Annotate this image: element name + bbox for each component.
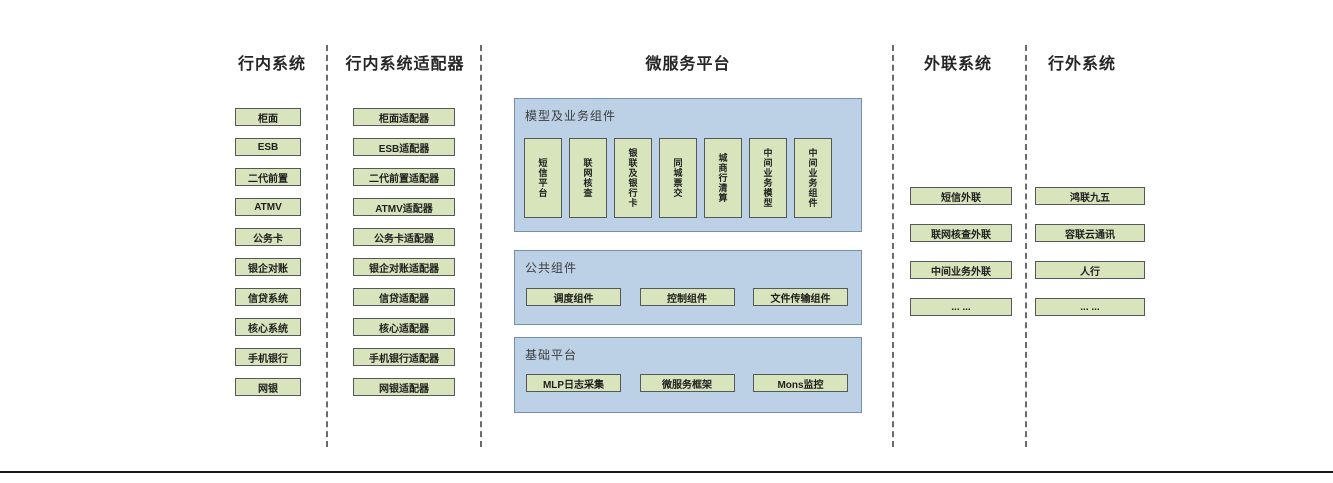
base-platform-row: MLP日志采集 微服务框架 Mons监控 (526, 374, 848, 392)
bottom-rule (0, 471, 1333, 473)
outreach-system-box: 联网核查外联 (910, 224, 1012, 242)
common-component-box: 控制组件 (639, 288, 735, 306)
common-component-row: 调度组件 控制组件 文件传输组件 (526, 288, 848, 306)
adapter-box: 网银适配器 (353, 378, 455, 396)
model-component-box: 中间业务组件 (794, 138, 832, 218)
external-system-box: ... ... (1035, 298, 1145, 316)
column-title-internal-adapters: 行内系统适配器 (345, 56, 465, 73)
outreach-systems-column: 短信外联 联网核查外联 中间业务外联 ... ... (910, 187, 1012, 316)
column-divider (326, 45, 328, 447)
panel-model-business-components: 模型及业务组件 短信平台 联网核查 银联及银行卡 同城票交 城商行清算 中间业务… (514, 98, 862, 232)
internal-system-box: 网银 (235, 378, 301, 396)
column-divider (892, 45, 894, 447)
model-component-box: 城商行清算 (704, 138, 742, 218)
adapter-box: 柜面适配器 (353, 108, 455, 126)
adapter-box: 信贷适配器 (353, 288, 455, 306)
outreach-system-box: 中间业务外联 (910, 261, 1012, 279)
common-component-box: 调度组件 (526, 288, 621, 306)
model-component-box: 中间业务模型 (749, 138, 787, 218)
model-component-box: 同城票交 (659, 138, 697, 218)
adapter-box: 公务卡适配器 (353, 228, 455, 246)
common-component-box: 文件传输组件 (753, 288, 848, 306)
adapter-box: 手机银行适配器 (353, 348, 455, 366)
adapter-box: 二代前置适配器 (353, 168, 455, 186)
column-title-internal-systems: 行内系统 (237, 56, 306, 73)
internal-system-box: 柜面 (235, 108, 301, 126)
internal-system-box: 二代前置 (235, 168, 301, 186)
external-system-box: 鸿联九五 (1035, 187, 1145, 205)
internal-system-box: ATMV (235, 198, 301, 216)
adapter-box: 银企对账适配器 (353, 258, 455, 276)
internal-system-box: 信贷系统 (235, 288, 301, 306)
internal-system-box: 公务卡 (235, 228, 301, 246)
adapter-box: ESB适配器 (353, 138, 455, 156)
panel-label: 模型及业务组件 (525, 109, 617, 123)
adapter-box: 核心适配器 (353, 318, 455, 336)
panel-label: 基础平台 (525, 348, 578, 362)
panel-label: 公共组件 (525, 261, 578, 275)
external-system-box: 人行 (1035, 261, 1145, 279)
internal-system-box: 手机银行 (235, 348, 301, 366)
base-platform-box: MLP日志采集 (526, 374, 621, 392)
column-title-microservice-platform: 微服务平台 (645, 56, 731, 73)
outreach-system-box: ... ... (910, 298, 1012, 316)
model-component-box: 银联及银行卡 (614, 138, 652, 218)
model-component-box: 联网核查 (569, 138, 607, 218)
internal-systems-column: 柜面 ESB 二代前置 ATMV 公务卡 银企对账 信贷系统 核心系统 手机银行… (235, 108, 301, 396)
external-system-box: 容联云通讯 (1035, 224, 1145, 242)
column-title-external-systems: 行外系统 (1047, 56, 1116, 73)
column-divider (480, 45, 482, 447)
panel-common-components: 公共组件 调度组件 控制组件 文件传输组件 (514, 250, 862, 325)
internal-system-box: 银企对账 (235, 258, 301, 276)
internal-adapters-column: 柜面适配器 ESB适配器 二代前置适配器 ATMV适配器 公务卡适配器 银企对账… (353, 108, 455, 396)
base-platform-box: Mons监控 (753, 374, 848, 392)
adapter-box: ATMV适配器 (353, 198, 455, 216)
model-component-row: 短信平台 联网核查 银联及银行卡 同城票交 城商行清算 中间业务模型 中间业务组… (524, 138, 832, 218)
internal-system-box: ESB (235, 138, 301, 156)
model-component-box: 短信平台 (524, 138, 562, 218)
outreach-system-box: 短信外联 (910, 187, 1012, 205)
panel-base-platform: 基础平台 MLP日志采集 微服务框架 Mons监控 (514, 337, 862, 413)
base-platform-box: 微服务框架 (639, 374, 735, 392)
column-divider (1025, 45, 1027, 447)
internal-system-box: 核心系统 (235, 318, 301, 336)
column-title-outreach-systems: 外联系统 (923, 56, 992, 73)
external-systems-column: 鸿联九五 容联云通讯 人行 ... ... (1035, 187, 1145, 316)
